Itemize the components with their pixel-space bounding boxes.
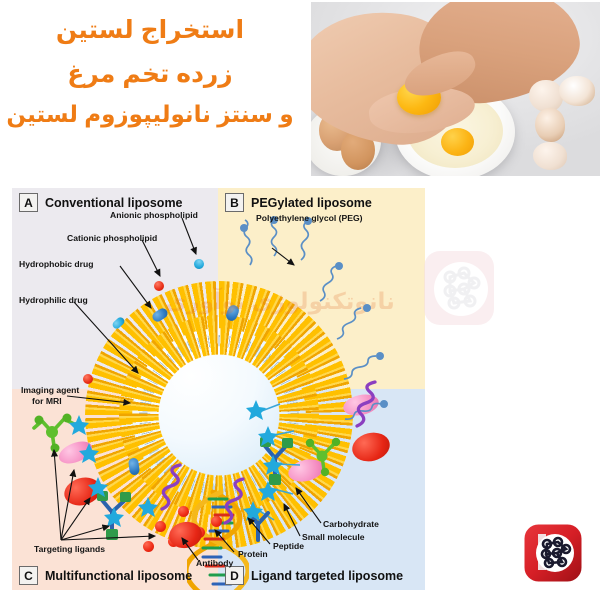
panel-d-header: D Ligand targeted liposome [225, 566, 403, 585]
label-hydrophilic-drug: Hydrophilic drug [19, 295, 88, 305]
label-imaging-agent-line1: Imaging agent [21, 385, 80, 395]
cationic-phospholipid-marker [154, 281, 164, 291]
yolk-in-bowl [441, 128, 474, 156]
label-imaging-agent-line2: for MRI [32, 396, 62, 406]
watermark-logo [420, 245, 498, 343]
eggshell-1 [529, 80, 563, 112]
liposome-figure: Anionic phospholipid Cationic phospholip… [12, 188, 425, 590]
eggshell-4 [533, 142, 567, 170]
panel-d-title: Ligand targeted liposome [251, 568, 404, 583]
hydrophilic-drug-dot [143, 541, 154, 552]
label-anionic-phospholipid: Anionic phospholipid [110, 210, 198, 220]
panel-a-header: A Conventional liposome [19, 193, 183, 212]
label-cationic-phospholipid: Cationic phospholipid [67, 233, 158, 243]
egg-yolk-photo [311, 2, 600, 176]
inner-lipid-heads [119, 315, 319, 515]
hydrophilic-drug-dot [155, 521, 166, 532]
eggshell-2 [559, 76, 595, 106]
panel-c-header: C Multifunctional liposome [19, 566, 192, 585]
panel-c-title: Multifunctional liposome [45, 568, 193, 583]
panel-a-letter: A [19, 193, 38, 212]
panel-a-title: Conventional liposome [45, 195, 183, 210]
label-antibody: Antibody [196, 558, 234, 568]
panel-c-letter: C [19, 566, 38, 585]
panel-b-header: B PEGylated liposome [225, 193, 372, 212]
cationic-phospholipid-marker [83, 374, 93, 384]
title-line-3: و سنتز نانولیپوزوم لستین [6, 101, 294, 127]
panel-d-letter: D [225, 566, 244, 585]
label-protein: Protein [238, 549, 268, 559]
label-peptide: Peptide [273, 541, 305, 551]
panel-b-title: PEGylated liposome [251, 195, 372, 210]
panel-b-letter: B [225, 193, 244, 212]
label-small-molecule: Small molecule [302, 532, 365, 542]
label-targeting-ligands: Targeting ligands [34, 544, 105, 554]
hydrophilic-drug-dot [211, 516, 222, 527]
title-line-1: استخراج لستین [55, 16, 245, 44]
label-hydrophobic-drug: Hydrophobic drug [19, 259, 94, 269]
eggshell-3 [535, 108, 565, 142]
app-logo[interactable] [522, 522, 584, 584]
title-line-2: زرده تخم مرغ [67, 60, 233, 88]
label-peg: Polyethylene glycol (PEG) [256, 213, 363, 223]
label-carbohydrate: Carbohydrate [323, 519, 379, 529]
page-title: استخراج لستین زرده تخم مرغ و سنتز نانولی… [0, 14, 300, 129]
hydrophilic-drug-dot [178, 506, 189, 517]
